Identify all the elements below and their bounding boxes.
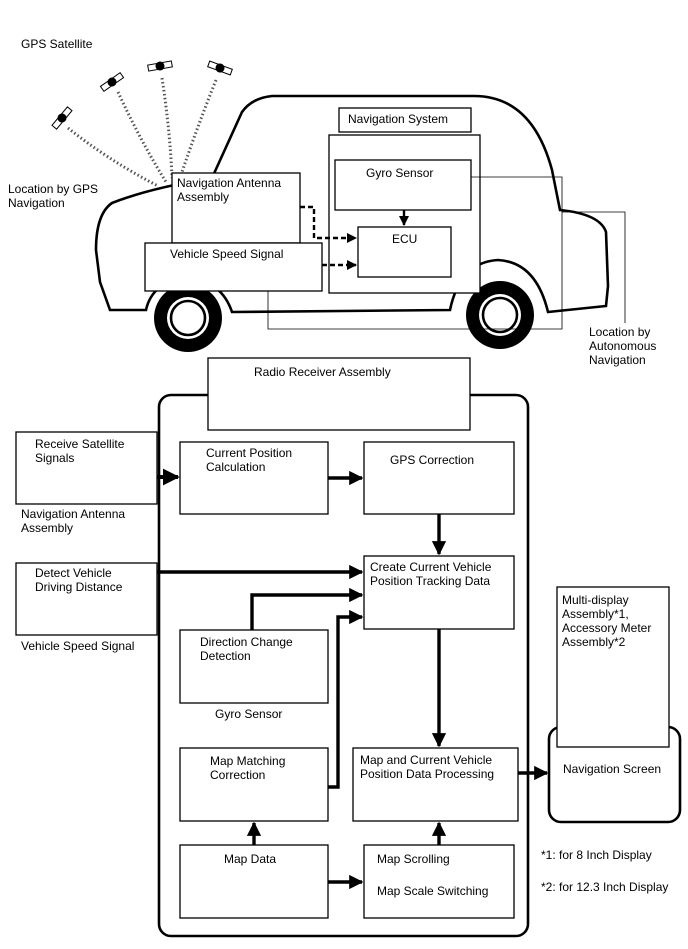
nav-antenna-caption: Navigation Antenna Assembly	[21, 507, 126, 535]
nav-antenna-label: Navigation Antenna Assembly	[177, 176, 282, 204]
map-processing-box	[352, 747, 519, 822]
satellite-signal-beams	[67, 77, 218, 188]
map-scrolling-label: Map Scrolling	[377, 852, 450, 866]
navigation-screen-label: Navigation Screen	[563, 762, 662, 776]
nav-antenna-box	[171, 172, 301, 244]
gyro-caption: Gyro Sensor	[215, 707, 283, 721]
create-tracking-box	[363, 555, 515, 630]
vehicle-speed-caption: Vehicle Speed Signal	[21, 639, 135, 653]
gps-correction-label: GPS Correction	[390, 453, 475, 467]
multi-display-label: Multi-display Assembly*1, Accessory Mete…	[562, 593, 652, 649]
arrow-antenna-to-ecu	[300, 205, 358, 244]
autonomous-bracket-inner	[267, 176, 563, 330]
satellite-icon	[99, 71, 125, 93]
ecu-box	[357, 226, 452, 278]
create-tracking-label: Create Current Vehicle Position Tracking…	[370, 560, 492, 588]
vehicle-illustration	[94, 94, 610, 352]
gps-satellite-label: GPS Satellite	[21, 37, 93, 51]
location-autonomous-label: Location by Autonomous Navigation	[589, 325, 657, 367]
autonomous-bracket-outer	[562, 211, 626, 323]
rear-wheel	[154, 284, 222, 352]
note-1: *1: for 8 Inch Display	[541, 848, 652, 862]
detect-distance-box	[15, 562, 158, 636]
map-scrolling-box	[363, 844, 515, 919]
satellite-group	[51, 60, 233, 130]
current-position-label: Current Position Calculation	[206, 446, 293, 474]
map-data-label: Map Data	[224, 852, 277, 866]
ecu-label: ECU	[392, 232, 418, 246]
arrow-direction-to-create	[250, 587, 364, 630]
map-processing-label: Map and Current Vehicle Position Data Pr…	[360, 753, 495, 781]
front-wheel	[466, 281, 534, 349]
satellite-icon	[51, 106, 73, 130]
vehicle-speed-box	[144, 242, 323, 292]
navigation-system-label: Navigation System	[348, 112, 449, 126]
flow-arrows	[157, 468, 549, 890]
note-2: *2: for 12.3 Inch Display	[541, 880, 669, 894]
current-position-box	[179, 441, 329, 515]
car-body-outline	[94, 94, 610, 314]
gps-correction-box	[363, 441, 515, 515]
map-scale-label: Map Scale Switching	[377, 884, 489, 898]
map-matching-label: Map Matching Correction	[210, 754, 286, 782]
gyro-sensor-label: Gyro Sensor	[366, 166, 434, 180]
multi-display-box	[556, 586, 670, 748]
navigation-system-title-box	[338, 107, 472, 133]
receive-satellite-box	[15, 431, 158, 505]
arrow-matching-to-create	[328, 609, 364, 789]
radio-receiver-label: Radio Receiver Assembly	[254, 365, 391, 379]
detect-distance-label: Detect Vehicle Driving Distance	[35, 566, 123, 594]
satellite-icon	[147, 60, 173, 72]
map-matching-box	[179, 747, 329, 822]
satellite-icon	[207, 60, 233, 76]
direction-change-label: Direction Change Detection	[200, 635, 293, 663]
vehicle-speed-label: Vehicle Speed Signal	[170, 247, 284, 261]
gyro-sensor-box	[334, 159, 472, 211]
location-gps-label: Location by GPS Navigation	[8, 182, 99, 210]
direction-change-box	[179, 629, 329, 704]
radio-receiver-title-box	[207, 357, 471, 431]
receive-satellite-label: Receive Satellite Signals	[35, 437, 125, 465]
